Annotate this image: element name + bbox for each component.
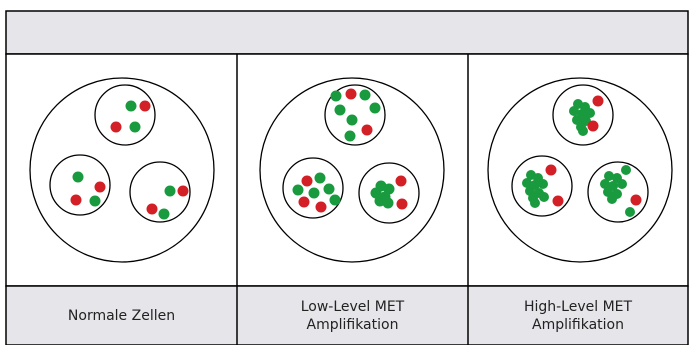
green-dot bbox=[369, 102, 381, 114]
cell bbox=[552, 84, 614, 146]
cell-outline bbox=[94, 84, 156, 146]
green-dot bbox=[164, 185, 176, 197]
cell bbox=[358, 162, 420, 224]
cell bbox=[511, 155, 573, 217]
cell-outline bbox=[129, 161, 191, 223]
green-dot bbox=[382, 197, 394, 209]
green-dot bbox=[323, 183, 335, 195]
cell bbox=[587, 161, 649, 223]
red-dot bbox=[94, 181, 106, 193]
green-dot bbox=[129, 121, 141, 133]
scene-high bbox=[487, 77, 673, 263]
green-dot bbox=[569, 106, 579, 116]
cell bbox=[129, 161, 191, 223]
green-dot bbox=[617, 179, 627, 189]
green-dot bbox=[522, 178, 532, 188]
green-dot bbox=[578, 126, 588, 136]
green-dot bbox=[359, 89, 371, 101]
green-dot bbox=[625, 207, 635, 217]
red-dot bbox=[395, 175, 407, 187]
green-dot bbox=[329, 194, 341, 206]
green-dot bbox=[607, 194, 617, 204]
green-dot bbox=[125, 100, 137, 112]
scene-normal bbox=[29, 77, 215, 263]
green-dot bbox=[330, 90, 342, 102]
cell bbox=[94, 84, 156, 146]
red-dot bbox=[177, 185, 189, 197]
red-dot bbox=[587, 120, 599, 132]
red-dot bbox=[301, 175, 313, 187]
green-dot bbox=[314, 172, 326, 184]
red-dot bbox=[592, 95, 604, 107]
red-dot bbox=[139, 100, 151, 112]
red-dot bbox=[396, 198, 408, 210]
green-dot bbox=[292, 184, 304, 196]
red-dot bbox=[345, 88, 357, 100]
cell bbox=[282, 157, 344, 219]
header-band bbox=[5, 10, 689, 55]
red-dot bbox=[298, 196, 310, 208]
green-dot bbox=[72, 171, 84, 183]
green-dot bbox=[530, 198, 540, 208]
red-dot bbox=[630, 194, 642, 206]
green-dot bbox=[538, 179, 548, 189]
red-dot bbox=[361, 124, 373, 136]
green-dot bbox=[604, 171, 614, 181]
green-dot bbox=[334, 104, 346, 116]
cell bbox=[49, 154, 111, 216]
red-dot bbox=[110, 121, 122, 133]
red-dot bbox=[70, 194, 82, 206]
green-dot bbox=[621, 165, 631, 175]
red-dot bbox=[545, 164, 557, 176]
green-dot bbox=[89, 195, 101, 207]
green-dot bbox=[539, 192, 549, 202]
cell bbox=[324, 84, 386, 146]
green-dot bbox=[344, 130, 356, 142]
green-dot bbox=[585, 108, 595, 118]
green-dot bbox=[600, 179, 610, 189]
red-dot bbox=[315, 201, 327, 213]
red-dot bbox=[552, 195, 564, 207]
label-row bbox=[5, 285, 689, 345]
green-dot bbox=[346, 114, 358, 126]
green-dot bbox=[158, 208, 170, 220]
red-dot bbox=[146, 203, 158, 215]
scene-low bbox=[259, 77, 445, 263]
green-dot bbox=[308, 187, 320, 199]
